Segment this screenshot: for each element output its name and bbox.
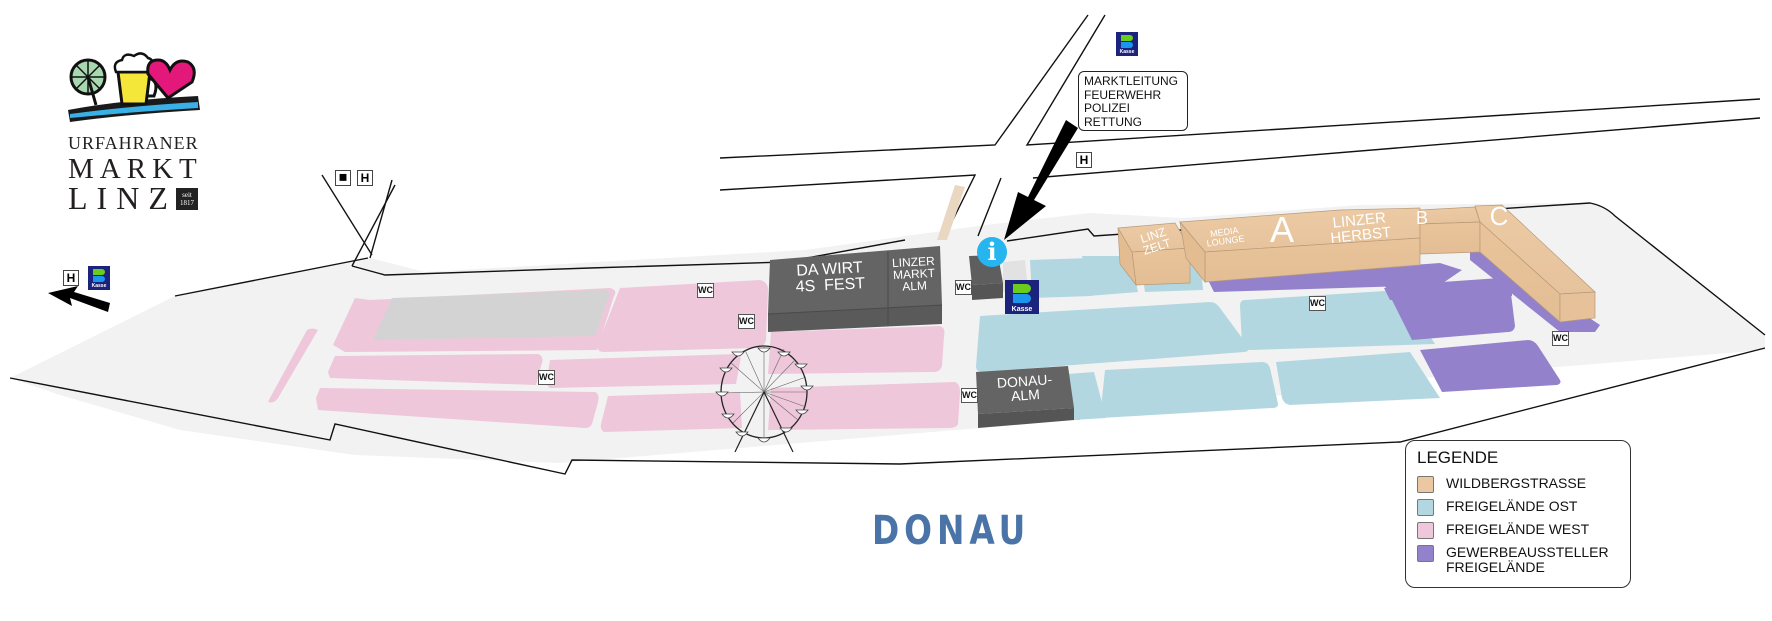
kasse-ticket-icon-west[interactable]: Kasse <box>88 266 110 290</box>
bus-stop-h-icon-east[interactable]: H <box>1076 152 1092 168</box>
bus-stop-h-icon-west[interactable]: H <box>63 270 79 286</box>
bus-stop-h-icon-north[interactable]: H <box>357 170 373 186</box>
ferris-wheel-icon <box>715 345 814 453</box>
kasse-ticket-icon-north[interactable]: Kasse <box>1116 32 1138 56</box>
legend-item-freigelaende-ost[interactable]: FREIGELÄNDE OST <box>1417 499 1630 516</box>
arrow-west-icon <box>48 286 110 312</box>
logo-line-urfahraner: URFAHRANER <box>68 133 199 153</box>
wc-marker-7[interactable]: WC <box>1552 331 1569 346</box>
arrow-to-info-icon <box>1004 120 1078 240</box>
legend-swatch-tan <box>1417 476 1434 493</box>
kasse-label: Kasse <box>91 283 107 289</box>
info-line-feuerwehr: FEUERWEHR <box>1084 87 1162 102</box>
legend: LEGENDE WILDBERGSTRASSE FREIGELÄNDE OST … <box>1405 440 1631 588</box>
wc-marker-1[interactable]: WC <box>697 283 714 298</box>
legend-label: WILDBERGSTRASSE <box>1446 475 1587 491</box>
parking-area <box>373 290 610 340</box>
services-info-box: MARKTLEITUNG FEUERWEHR POLIZEI RETTUNG <box>1078 71 1188 131</box>
logo-line-markt: MARKT <box>68 153 203 185</box>
logo-graphic <box>68 52 200 122</box>
kasse-label: Kasse <box>1011 306 1033 313</box>
logo-line-linz: LINZ <box>68 180 177 216</box>
tan-walkway <box>937 185 965 240</box>
wc-marker-4[interactable]: WC <box>955 280 972 295</box>
info-line-polizei: POLIZEI <box>1084 101 1131 115</box>
kasse-ticket-icon-main[interactable]: Kasse <box>1005 280 1039 314</box>
freigelaende-ost-areas <box>976 255 1440 420</box>
legend-swatch-pink <box>1417 522 1434 539</box>
legend-label: FREIGELÄNDE WEST <box>1446 521 1590 537</box>
river-label: DONAU <box>872 508 1031 554</box>
legend-item-gewerbeaussteller[interactable]: GEWERBEAUSSTELLER FREIGELÄNDE <box>1417 545 1630 575</box>
legend-label-line2: FREIGELÄNDE <box>1446 559 1545 575</box>
legend-label-line1: GEWERBEAUSSTELLER <box>1446 544 1609 560</box>
car-parking-icon[interactable]: ◼ <box>335 170 351 186</box>
info-line-rettung: RETTUNG <box>1084 114 1142 129</box>
legend-title: LEGENDE <box>1417 448 1499 467</box>
wc-marker-5[interactable]: WC <box>961 388 978 403</box>
info-line-marktleitung: MARKTLEITUNG <box>1084 74 1179 88</box>
legend-item-freigelaende-west[interactable]: FREIGELÄNDE WEST <box>1417 522 1630 539</box>
wildbergstrasse-halls <box>1117 204 1596 323</box>
wc-marker-6[interactable]: WC <box>1309 296 1326 311</box>
legend-swatch-blue <box>1417 499 1434 516</box>
logo-badge-year: 1817 <box>180 199 194 207</box>
kasse-label: Kasse <box>1119 49 1135 55</box>
logo-badge-seit: seit <box>182 191 192 199</box>
info-icon[interactable]: i <box>977 237 1007 267</box>
legend-item-wildbergstrasse[interactable]: WILDBERGSTRASSE <box>1417 476 1630 493</box>
wc-marker-3[interactable]: WC <box>538 370 555 385</box>
legend-label: GEWERBEAUSSTELLER FREIGELÄNDE <box>1446 545 1609 575</box>
logo-badge: seit 1817 <box>176 188 198 210</box>
wc-marker-2[interactable]: WC <box>738 314 755 329</box>
legend-swatch-purple <box>1417 545 1434 562</box>
legend-label: FREIGELÄNDE OST <box>1446 498 1578 514</box>
